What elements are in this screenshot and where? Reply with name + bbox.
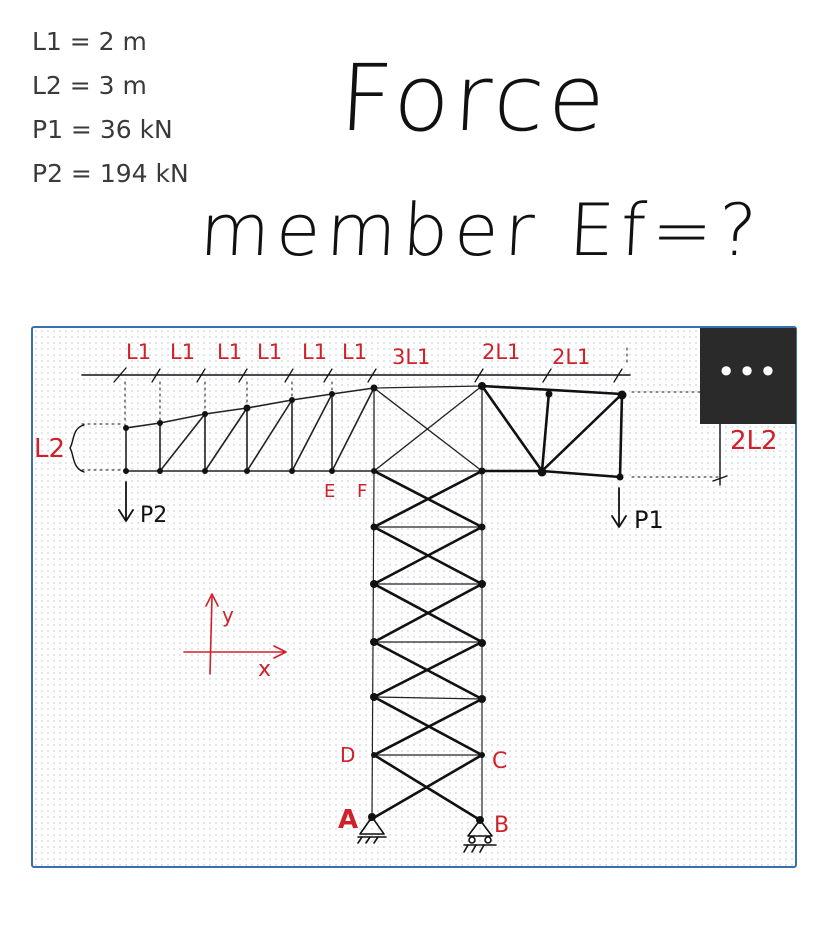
left-dim-label: L2	[34, 434, 65, 464]
axis-label-y: y	[222, 603, 234, 627]
given-p2: P2 = 194 kN	[32, 159, 189, 188]
dim-label-7: 3L1	[392, 345, 430, 369]
top-dimension-ticks	[113, 367, 623, 383]
coordinate-axes	[183, 593, 287, 675]
node-label-f: F	[357, 481, 367, 502]
more-options-button[interactable]: •••	[700, 328, 796, 424]
node-label-a: A	[338, 805, 358, 835]
dim-label-9: 2L1	[552, 345, 590, 369]
dim-label-1: L1	[126, 340, 151, 364]
truss-diagram: L1 L1 L1 L1 L1 L1 3L1 2L1 2L1 L2 2L2 P2 …	[34, 340, 778, 853]
mast-bracing	[368, 469, 484, 822]
truss-diagram-frame: L1 L1 L1 L1 L1 L1 3L1 2L1 2L1 L2 2L2 P2 …	[31, 326, 797, 868]
load-arrow-p1	[611, 487, 627, 528]
load-arrow-p2	[118, 481, 134, 522]
question-line-1: Force	[337, 45, 612, 152]
head-section	[373, 385, 483, 472]
support-b	[463, 819, 497, 853]
dim-label-5: L1	[302, 340, 327, 364]
question-line-2: member Ef=?	[197, 188, 765, 272]
dim-label-3: L1	[217, 340, 242, 364]
dim-label-2: L1	[170, 340, 195, 364]
handwritten-question: Force member Ef=?	[190, 40, 790, 310]
node-label-d: D	[340, 743, 355, 767]
given-l1: L1 = 2 m	[32, 27, 147, 56]
dim-label-8: 2L1	[482, 340, 520, 364]
dim-label-4: L1	[257, 340, 282, 364]
given-values: L1 = 2 m L2 = 3 m P1 = 36 kN P2 = 194 kN	[32, 22, 189, 198]
load-label-p2: P2	[140, 503, 167, 528]
node-label-c: C	[492, 749, 507, 774]
top-dimension-labels: L1 L1 L1 L1 L1 L1 3L1 2L1 2L1	[126, 340, 590, 369]
node-label-e: E	[324, 481, 335, 502]
projection-lines	[81, 347, 723, 478]
jib-truss	[125, 387, 375, 472]
counter-jib	[480, 384, 624, 479]
axis-label-x: x	[258, 657, 271, 682]
dim-label-6: L1	[342, 340, 367, 364]
given-p1: P1 = 36 kN	[32, 115, 173, 144]
support-a	[357, 816, 387, 844]
right-dim-label: 2L2	[730, 426, 778, 456]
left-dimension-brace	[69, 424, 85, 473]
given-l2: L2 = 3 m	[32, 71, 147, 100]
node-label-b: B	[494, 813, 509, 838]
load-label-p1: P1	[634, 506, 664, 534]
truss-nodes	[123, 382, 627, 824]
